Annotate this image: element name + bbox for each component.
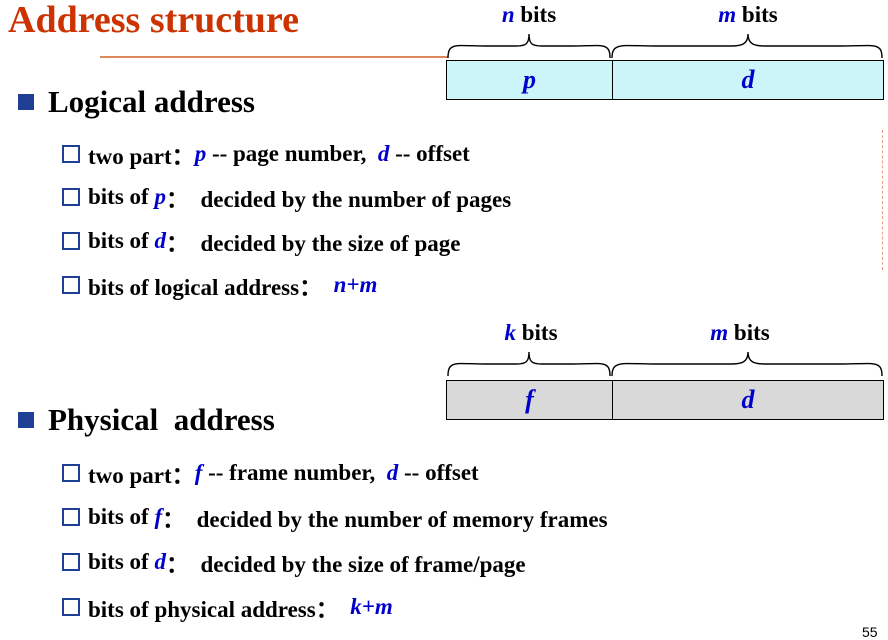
hollow-square-bullet-icon bbox=[62, 232, 80, 250]
hollow-square-bullet-icon bbox=[62, 464, 80, 482]
logical-left-brace bbox=[447, 33, 611, 59]
logical-bullet-bits-of-p: bits of p： decided by the number of page… bbox=[62, 180, 511, 214]
logical-braces bbox=[447, 33, 883, 59]
hollow-square-bullet-icon bbox=[62, 553, 80, 571]
logical-address-box: p d bbox=[446, 60, 884, 100]
title-underline bbox=[100, 56, 448, 58]
logical-address-heading: Logical address bbox=[18, 84, 255, 120]
hollow-square-bullet-icon bbox=[62, 276, 80, 294]
filled-square-bullet-icon bbox=[18, 412, 34, 428]
physical-bullet-two-part: two part：f -- frame number, d -- offset bbox=[62, 456, 479, 490]
logical-right-bits-suffix: bits bbox=[736, 2, 778, 27]
logical-right-brace bbox=[611, 33, 883, 59]
hollow-square-bullet-icon bbox=[62, 145, 80, 163]
logical-right-bits-var: m bbox=[718, 2, 737, 27]
physical-bullet-bits-of-d: bits of d： decided by the size of frame/… bbox=[62, 545, 526, 579]
slide-title: Address structure bbox=[8, 0, 299, 41]
frame-number-field: f bbox=[447, 381, 613, 419]
filled-square-bullet-icon bbox=[18, 94, 34, 110]
logical-left-bits-label: n bits bbox=[502, 2, 556, 28]
physical-address-box: f d bbox=[446, 380, 884, 420]
physical-left-brace bbox=[447, 351, 611, 377]
logical-bullet-total-bits: bits of logical address： n+m bbox=[62, 268, 377, 302]
physical-left-bits-suffix: bits bbox=[515, 320, 558, 345]
physical-bullet-total-bits: bits of physical address： k+m bbox=[62, 590, 393, 624]
logical-heading-text: Logical address bbox=[48, 84, 255, 119]
physical-right-bits-label: m bits bbox=[710, 320, 769, 346]
physical-right-brace bbox=[611, 351, 883, 377]
physical-left-bits-label: k bits bbox=[504, 320, 557, 346]
physical-right-bits-var: m bbox=[710, 320, 729, 345]
physical-bullet-bits-of-f: bits of f： decided by the number of memo… bbox=[62, 500, 608, 534]
physical-offset-field: d bbox=[613, 381, 883, 419]
logical-bullet-bits-of-d: bits of d： decided by the size of page bbox=[62, 224, 460, 258]
page-number: 55 bbox=[862, 624, 878, 640]
hollow-square-bullet-icon bbox=[62, 508, 80, 526]
physical-braces bbox=[447, 351, 883, 377]
page-number-field: p bbox=[447, 61, 613, 99]
logical-right-bits-label: m bits bbox=[718, 2, 777, 28]
logical-left-bits-var: n bbox=[501, 2, 515, 27]
physical-heading-text: Physical address bbox=[48, 402, 275, 437]
physical-left-bits-var: k bbox=[504, 320, 516, 345]
physical-right-bits-suffix: bits bbox=[728, 320, 770, 345]
logical-left-bits-suffix: bits bbox=[514, 2, 557, 27]
logical-offset-field: d bbox=[613, 61, 883, 99]
decorative-dashed-line bbox=[882, 130, 883, 270]
hollow-square-bullet-icon bbox=[62, 598, 80, 616]
hollow-square-bullet-icon bbox=[62, 188, 80, 206]
physical-address-heading: Physical address bbox=[18, 402, 275, 438]
logical-bullet-two-part: two part：p -- page number, d -- offset bbox=[62, 137, 470, 171]
